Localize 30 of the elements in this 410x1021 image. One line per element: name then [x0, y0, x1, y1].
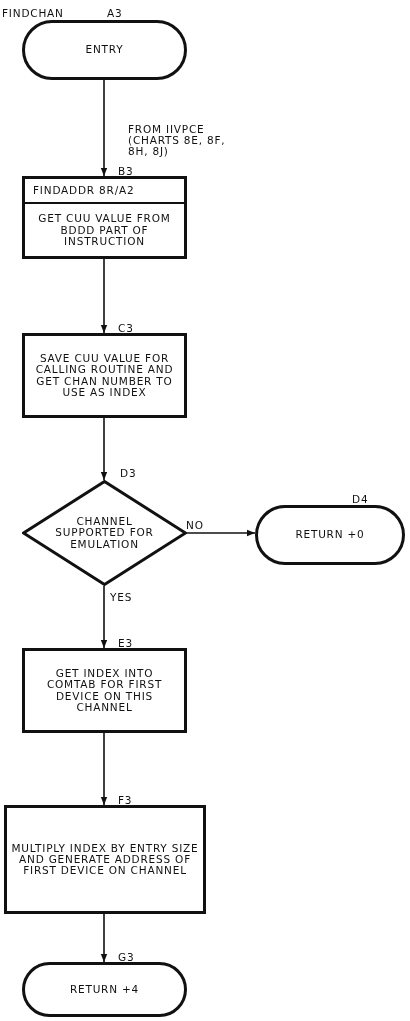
chart-reference: FINDCHAN	[2, 8, 64, 19]
step-text: MULTIPLY INDEX BY ENTRY SIZE AND GENERATE ADDRESS OF FIRST DEVICE ON CHANNEL	[10, 842, 200, 876]
chart-reference: D3	[120, 468, 137, 479]
arrow	[100, 585, 108, 649]
arrow	[100, 79, 108, 177]
arrow	[100, 258, 108, 334]
chart-reference: D4	[352, 494, 369, 505]
step-text: SAVE CUU VALUE FOR CALLING ROUTINE AND GET CHAN NUMBER TO USE AS INDEX	[34, 353, 175, 398]
chart-reference: E3	[118, 638, 133, 649]
step-text: GET INDEX INTO COMTAB FOR FIRST DEVICE ON THIS CHANNEL	[45, 668, 164, 713]
chart-reference: A3	[107, 8, 123, 19]
step-text: ENTRY	[84, 44, 125, 56]
chart-reference: C3	[118, 323, 134, 334]
process-box	[22, 333, 187, 418]
arrow	[100, 732, 108, 806]
chart-reference: G3	[118, 952, 135, 963]
chart-reference: B3	[118, 166, 134, 177]
process-box	[22, 176, 187, 259]
module-name: FINDADDR 8R/A2	[32, 185, 136, 196]
arrow	[100, 913, 108, 963]
chart-reference: F3	[118, 795, 133, 806]
process-box	[22, 648, 187, 733]
arrow	[186, 529, 256, 537]
step-text: RETURN +0	[294, 529, 366, 541]
step-text: RETURN +4	[68, 984, 141, 995]
step-text: GET CUU VALUE FROM BDDD PART OF INSTRUCTION	[37, 213, 172, 247]
step-text: CHANNEL SUPPORTED FOR EMULATION	[54, 516, 155, 550]
decision-diamond	[22, 480, 187, 586]
arrow	[100, 417, 108, 481]
process-box	[4, 805, 206, 914]
